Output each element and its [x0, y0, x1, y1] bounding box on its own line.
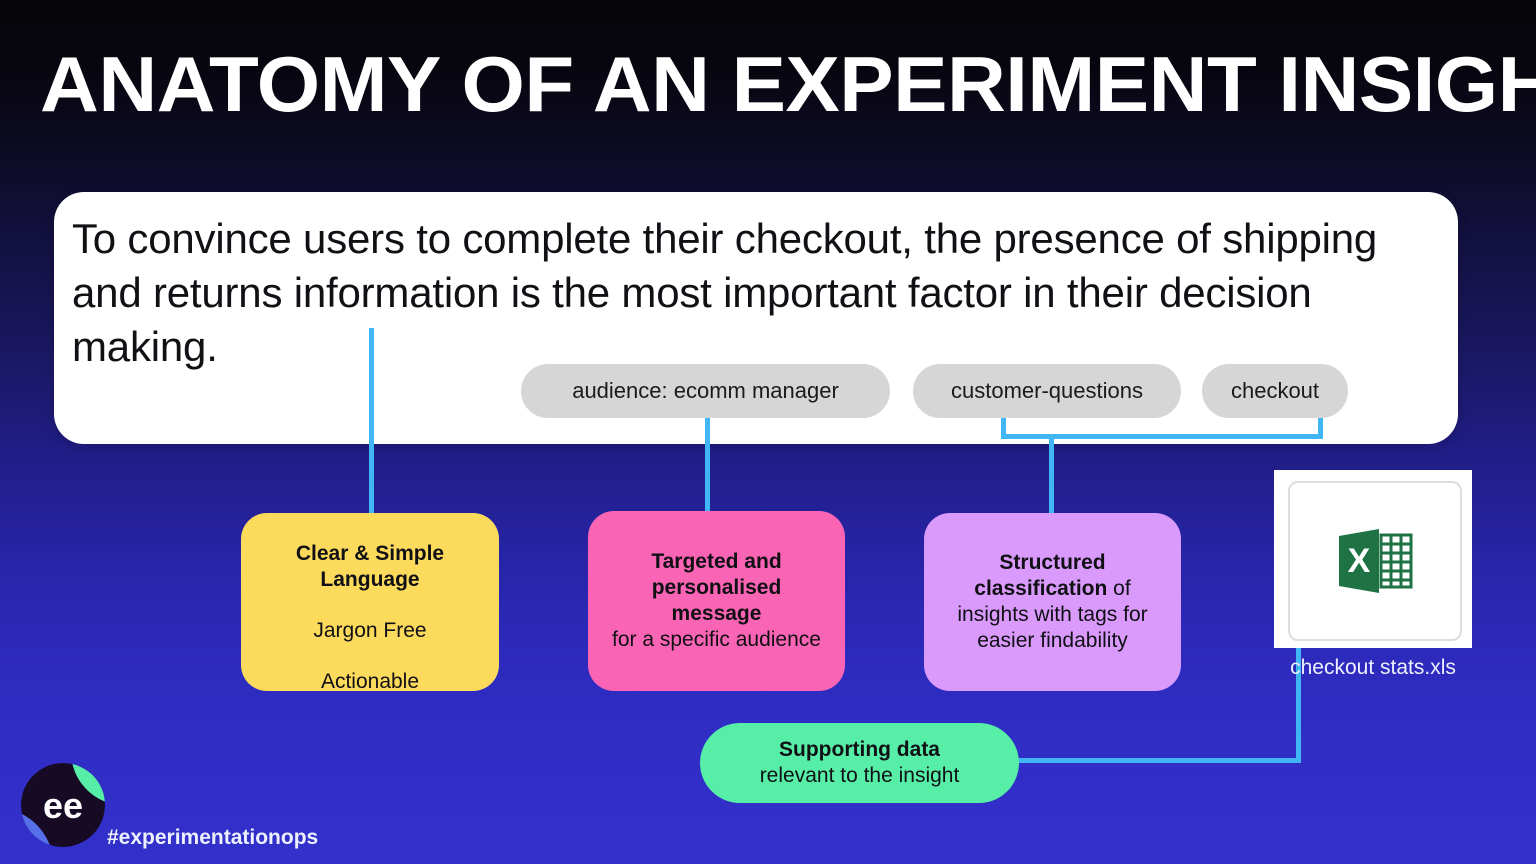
annotation-line-2: Jargon Free: [313, 619, 427, 642]
annotation-structured-classification: Structured classification of insights wi…: [924, 513, 1181, 691]
connector-line-clear-language: [369, 328, 374, 515]
excel-file-icon: X: [1339, 529, 1413, 593]
brand-logo: ee: [20, 762, 106, 848]
connector-line-supporting-data-vertical: [1296, 648, 1301, 763]
annotation-targeted-message: Targeted and personalised message for a …: [588, 511, 845, 691]
svg-text:X: X: [1348, 542, 1371, 580]
connector-line-structured-classification: [1049, 434, 1054, 516]
connector-line-tag-bridge: [1001, 434, 1323, 439]
annotation-clear-simple-language: Clear & Simple Language Jargon Free Acti…: [241, 513, 499, 693]
page-title: ANATOMY OF AN EXPERIMENT INSIGHT: [40, 40, 1536, 128]
annotation-subtext: of insights with tags for easier findabi…: [957, 577, 1148, 652]
tag-checkout[interactable]: checkout: [1202, 364, 1348, 418]
connector-line-customer-questions: [1001, 418, 1006, 438]
attachment-thumbnail[interactable]: X checkout stats.xls: [1274, 470, 1472, 679]
brand-hashtag: #experimentationops: [107, 826, 319, 849]
annotation-heading: Targeted and personalised message: [651, 550, 782, 625]
brand-initials: ee: [43, 785, 83, 826]
annotation-supporting-data: Supporting data relevant to the insight: [700, 723, 1019, 803]
tag-checkout-label: checkout: [1230, 378, 1320, 403]
annotation-body: Structured classification of insights wi…: [940, 550, 1165, 654]
annotation-line-3: Actionable: [320, 670, 420, 693]
tag-customer-questions-label: customer-questions: [951, 378, 1143, 403]
attachment-inner-frame: X: [1288, 481, 1462, 641]
attachment-filename: checkout stats.xls: [1290, 656, 1456, 679]
tag-audience-label: audience: ecomm manager: [572, 378, 839, 403]
annotation-heading: Clear & Simple Language: [295, 542, 445, 591]
annotation-heading: Structured classification: [974, 551, 1108, 600]
attachment-tile: X: [1274, 470, 1472, 648]
connector-line-targeted-message: [705, 418, 710, 515]
annotation-heading: Supporting data: [779, 738, 940, 761]
annotation-subtext: for a specific audience: [612, 628, 821, 651]
tag-customer-questions[interactable]: customer-questions: [913, 364, 1181, 418]
connector-line-checkout: [1318, 418, 1323, 438]
connector-line-supporting-data-horizontal: [1016, 758, 1301, 763]
tag-audience[interactable]: audience: ecomm manager: [521, 364, 890, 418]
annotation-subtext: relevant to the insight: [759, 764, 960, 787]
insight-statement: To convince users to complete their chec…: [72, 215, 1378, 370]
